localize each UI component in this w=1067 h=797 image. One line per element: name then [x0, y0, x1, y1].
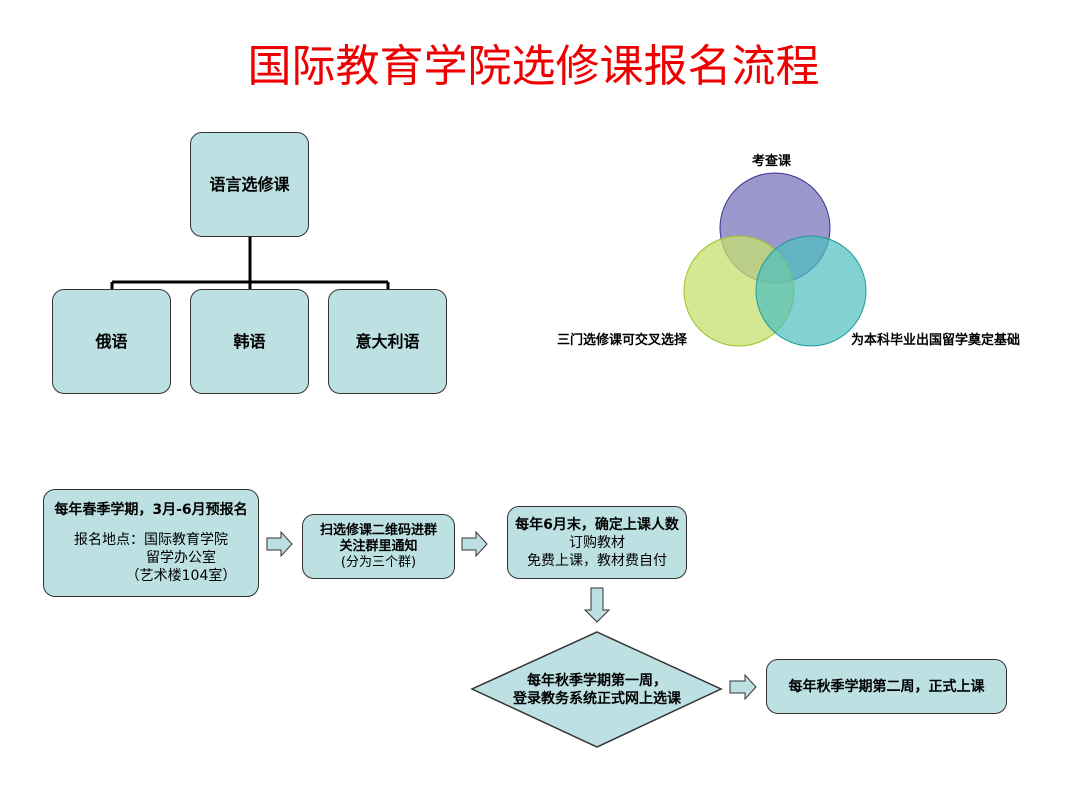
- node-label: 韩语: [233, 331, 266, 351]
- root-node-language-electives: 语言选修课: [190, 132, 309, 237]
- node-label: 意大利语: [355, 331, 420, 351]
- flow-step-preregistration: 每年春季学期，3月-6月预报名 报名地点：国际教育学院 留学办公室 （艺术楼10…: [43, 489, 259, 597]
- step-text: (分为三个群): [340, 554, 417, 570]
- step-heading: 每年春季学期，3月-6月预报名: [54, 502, 248, 518]
- step-text: 留学办公室: [146, 550, 216, 566]
- node-russian: 俄语: [52, 289, 171, 394]
- flow-step-join-group: 扫选修课二维码进群 关注群里通知 (分为三个群): [302, 514, 455, 579]
- arrow-right-1: [266, 530, 293, 558]
- venn-label-top: 考查课: [752, 154, 792, 169]
- node-label: 俄语: [95, 331, 128, 351]
- flow-step-online-selection: 每年秋季学期第一周， 登录教务系统正式网上选课: [480, 672, 714, 708]
- step-text: 每年秋季学期第一周，: [527, 673, 667, 689]
- venn-label-right: 为本科毕业出国留学奠定基础: [851, 333, 1021, 348]
- node-italian: 意大利语: [328, 289, 447, 394]
- flow-step-classes-begin: 每年秋季学期第二周，正式上课: [766, 659, 1007, 714]
- step-text: 报名地点：国际教育学院: [74, 532, 228, 548]
- step-text: 登录教务系统正式网上选课: [513, 691, 681, 707]
- root-node-label: 语言选修课: [209, 174, 290, 194]
- venn-circle-right: [755, 235, 867, 347]
- arrow-down: [583, 587, 611, 623]
- org-chart-connectors: [110, 236, 390, 290]
- arrow-right-2: [461, 530, 488, 558]
- step-text: 免费上课，教材费自付: [527, 552, 667, 569]
- node-korean: 韩语: [190, 289, 309, 394]
- step-text: 关注群里通知: [339, 538, 418, 554]
- page-title: 国际教育学院选修课报名流程: [247, 41, 820, 92]
- step-heading: 每年6月末，确定上课人数: [515, 516, 679, 533]
- step-text: 订购教材: [569, 534, 625, 551]
- arrow-right-3: [729, 673, 757, 701]
- step-text: 每年秋季学期第二周，正式上课: [788, 678, 985, 695]
- step-text: （艺术楼104室）: [125, 568, 237, 584]
- decision-diamond: [470, 631, 723, 748]
- venn-label-left: 三门选修课可交叉选择: [557, 333, 688, 348]
- flow-arrows: [266, 530, 757, 748]
- step-text: 扫选修课二维码进群: [319, 522, 437, 538]
- flow-step-confirm-enrollment: 每年6月末，确定上课人数 订购教材 免费上课，教材费自付: [507, 506, 687, 579]
